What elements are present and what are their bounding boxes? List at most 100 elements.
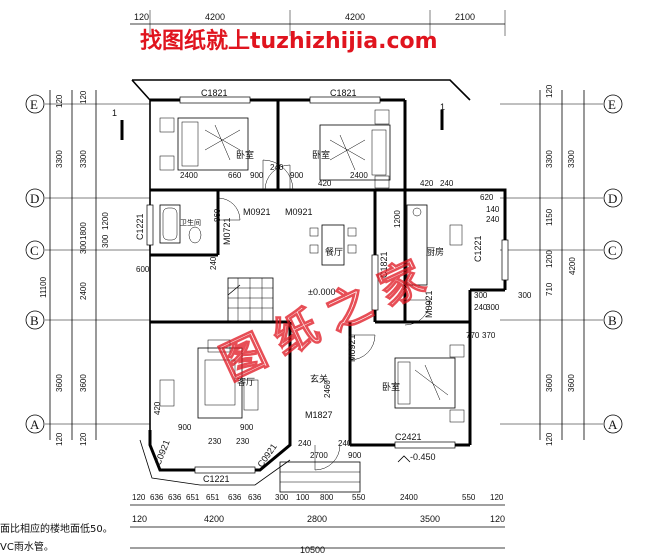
svg-text:2800: 2800	[307, 514, 327, 524]
svg-text:240: 240	[474, 303, 488, 312]
svg-text:100: 100	[296, 493, 310, 502]
svg-text:636: 636	[150, 493, 164, 502]
svg-text:600: 600	[136, 265, 150, 274]
window-label-c1821-mid: C1821	[379, 251, 389, 278]
level-floor: ±0.000	[308, 287, 335, 297]
window-label-c1221-bay: C1221	[203, 474, 230, 484]
dim-left-outer-4: 120	[55, 432, 64, 446]
bed-top-left	[159, 117, 249, 171]
svg-text:120: 120	[132, 514, 147, 524]
svg-text:550: 550	[352, 493, 366, 502]
svg-text:240: 240	[486, 215, 500, 224]
door-label-m0921-kitchen: M0921	[424, 290, 434, 318]
svg-text:300: 300	[275, 493, 289, 502]
room-label-kitchen: 厨房	[426, 246, 444, 258]
door-label-m1827: M1827	[305, 410, 333, 420]
svg-text:636: 636	[248, 493, 262, 502]
svg-text:800: 800	[320, 493, 334, 502]
bottom-dim-total: 10500	[300, 545, 325, 555]
section-mark-right: 1	[440, 102, 445, 130]
svg-text:900: 900	[178, 423, 192, 432]
room-label-foyer: 玄关	[310, 373, 328, 385]
bed-top-right	[319, 109, 391, 189]
svg-text:900: 900	[240, 423, 254, 432]
bottom-dim-small: 120 636 636 651 651 636 636 300 100 800 …	[132, 493, 504, 502]
svg-text:120: 120	[490, 493, 504, 502]
svg-text:660: 660	[228, 171, 242, 180]
watermark-text: 找图纸就上tuzhizhijia.com	[140, 28, 438, 54]
sofa-set	[159, 339, 259, 419]
top-dimension-line: 120 4200 4200 2100	[130, 10, 506, 36]
bottom-dimension-lines	[130, 504, 505, 549]
axis-a-right: A	[608, 417, 618, 432]
axis-e-right: E	[608, 97, 616, 112]
axis-a-left: A	[30, 417, 40, 432]
dim-left-inner-5: 3600	[79, 374, 88, 392]
svg-text:1: 1	[440, 102, 445, 112]
svg-text:2700: 2700	[310, 451, 328, 460]
level-outdoor: -0.450	[410, 452, 436, 462]
dim-right-outer-4: 120	[545, 432, 554, 446]
svg-text:2400: 2400	[180, 171, 198, 180]
door-label-m0921-a: M0921	[243, 207, 271, 217]
svg-text:1200: 1200	[393, 210, 402, 228]
room-label-bedroom-2: 卧室	[312, 149, 330, 161]
svg-text:300: 300	[474, 291, 488, 300]
dim-left-outer-1: 3300	[55, 150, 64, 168]
room-label-bedroom-1: 卧室	[236, 149, 254, 161]
svg-text:636: 636	[228, 493, 242, 502]
door-label-m0721: M0721	[222, 217, 232, 245]
window-label-c1821-b: C1821	[330, 88, 357, 98]
svg-text:1: 1	[112, 108, 117, 118]
axis-c-right: C	[608, 243, 617, 258]
door-swings	[217, 159, 431, 471]
left-dimension-lines: 120 3300 11100 3600 120 120 3300 1800 30…	[39, 90, 110, 446]
svg-text:420: 420	[153, 401, 162, 415]
svg-text:3500: 3500	[420, 514, 440, 524]
dim-left-detail-1: 300	[101, 234, 110, 248]
dim-left-outer-3: 3600	[55, 374, 64, 392]
dim-top-3: 2100	[455, 12, 475, 22]
grid-axis-left: E D C B A	[25, 94, 45, 434]
dim-right-outer-2: 4200	[568, 257, 577, 275]
dim-top-0: 120	[134, 12, 149, 22]
dim-right-inner-2: 710	[545, 282, 554, 296]
dim-right-outer-1: 3300	[545, 150, 554, 168]
dim-right-outer-0: 120	[545, 84, 554, 98]
bottom-dim-mid: 120 4200 2800 3500 120	[132, 514, 505, 524]
interior-dimensions: 2400 660 900 240 900 2400 600 2460 240 9…	[136, 163, 532, 460]
svg-text:240: 240	[209, 256, 218, 270]
svg-text:420: 420	[318, 179, 332, 188]
axis-d-left: D	[30, 191, 39, 206]
room-label-bathroom: 卫生间	[180, 218, 201, 227]
svg-text:860: 860	[213, 208, 222, 222]
dim-left-inner-1: 3300	[79, 150, 88, 168]
room-label-living: 客厅	[237, 376, 255, 388]
windows	[146, 96, 509, 474]
svg-text:2460: 2460	[323, 380, 332, 398]
axis-b-right: B	[608, 313, 617, 328]
svg-text:370: 370	[482, 331, 496, 340]
right-dimension-lines: 120 3300 4200 3600 120 3300 1150 1200 71…	[539, 84, 585, 446]
svg-text:4200: 4200	[204, 514, 224, 524]
axis-c-left: C	[30, 243, 39, 258]
dim-right-inner-1: 1200	[545, 250, 554, 268]
svg-text:651: 651	[206, 493, 220, 502]
section-mark-left: 1	[112, 108, 124, 140]
svg-text:620: 620	[480, 193, 494, 202]
note-line-2: VC雨水管。	[0, 540, 54, 553]
dim-left-inner-4: 2400	[79, 282, 88, 300]
dim-left-inner-2: 1800	[79, 222, 88, 240]
room-label-bedroom-3: 卧室	[382, 381, 400, 393]
dim-right-outer-3: 3600	[545, 374, 554, 392]
dim-right-inner-0: 1150	[545, 208, 554, 226]
svg-text:230: 230	[236, 437, 250, 446]
svg-text:900: 900	[290, 171, 304, 180]
svg-text:900: 900	[250, 171, 264, 180]
dining-table	[309, 224, 357, 266]
window-label-c0921-left: C0921	[153, 438, 172, 466]
dim-left-inner-3: 300	[79, 240, 88, 254]
dim-top-1: 4200	[205, 12, 225, 22]
svg-text:240: 240	[440, 179, 454, 188]
